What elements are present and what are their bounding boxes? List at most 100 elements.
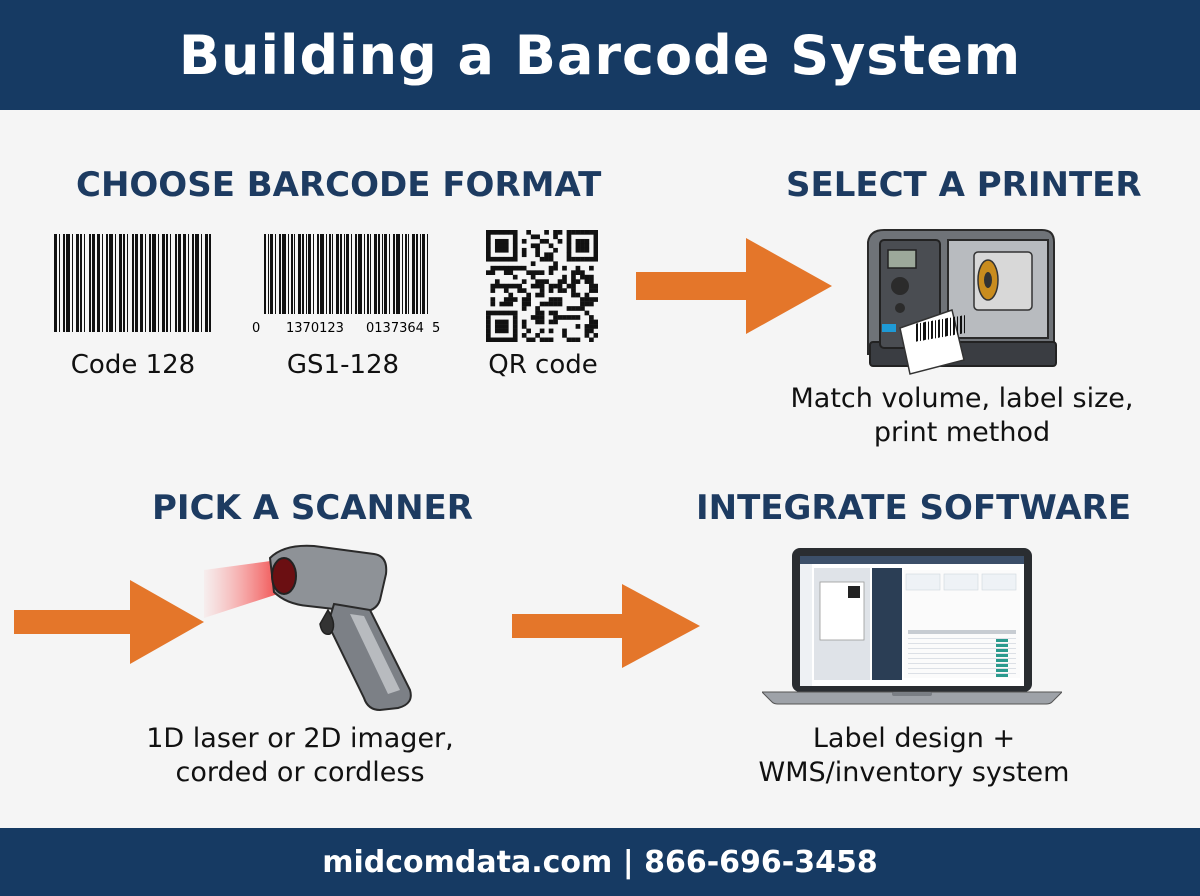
label-printer-icon: [867, 229, 1057, 375]
qr-module: [584, 279, 590, 284]
qr-module: [539, 256, 545, 262]
qr-module: [593, 324, 598, 329]
label-bar: [931, 320, 933, 340]
barcode-bar: [358, 234, 362, 314]
qr-module: [589, 337, 594, 342]
qr-module: [584, 301, 590, 307]
qr-module: [512, 274, 518, 280]
qr-module: [526, 292, 531, 298]
qr-module: [535, 234, 540, 240]
qr-module: [517, 283, 523, 289]
qr-module: [553, 319, 558, 325]
label-bar: [935, 320, 936, 339]
qr-module: [503, 270, 509, 275]
qr-module: [535, 252, 540, 258]
qr-module: [562, 333, 567, 338]
qr-module: [589, 279, 594, 284]
qr-module: [584, 230, 590, 235]
qr-module: [593, 319, 598, 325]
barcode-bar: [92, 234, 95, 332]
qr-module: [530, 261, 536, 267]
barcode-bar: [106, 234, 108, 332]
barcode-bar: [332, 234, 333, 314]
qr-module: [503, 324, 509, 329]
qr-module: [575, 279, 581, 284]
barcode-bar: [336, 234, 339, 314]
barcode-bar: [270, 234, 273, 314]
qr-module: [499, 256, 505, 262]
qr-module: [494, 324, 500, 329]
qr-module: [512, 337, 518, 342]
barcode-bar: [158, 234, 159, 332]
barcode-bar: [109, 234, 113, 332]
qr-module: [499, 337, 505, 342]
barcode-bar: [420, 234, 421, 314]
qr-module: [512, 315, 518, 320]
qr-module: [553, 283, 558, 289]
qr-module: [494, 256, 500, 262]
qr-module: [494, 337, 500, 342]
screen-status-chip: [996, 654, 1008, 657]
qr-module: [535, 279, 540, 284]
label-bar: [960, 315, 962, 335]
qr-module: [553, 261, 558, 267]
qr-module: [512, 230, 518, 235]
barcode-bar: [288, 234, 289, 314]
qr-module: [539, 238, 545, 244]
printer-caption: Match volume, label size, print method: [770, 382, 1154, 450]
screen-table-row: [908, 658, 1016, 659]
barcode-bar: [416, 234, 418, 314]
barcode-bar: [344, 234, 345, 314]
qr-module: [566, 306, 572, 311]
qr-module: [503, 328, 509, 334]
qr-module: [494, 279, 500, 284]
qr-module: [548, 288, 554, 293]
qr-module: [535, 315, 540, 320]
screen-status-chip: [996, 659, 1008, 662]
barcode-bar: [76, 234, 79, 332]
label-bar: [950, 317, 951, 336]
qr-module: [589, 265, 594, 271]
barcode-bar: [127, 234, 128, 332]
barcode-bar: [162, 234, 165, 332]
qr-module: [521, 279, 527, 284]
qr-module: [580, 306, 585, 311]
qr-module: [512, 265, 518, 271]
qr-module: [589, 230, 594, 235]
qr-module: [548, 301, 554, 307]
qr-module: [535, 283, 540, 289]
qr-module: [548, 270, 554, 275]
qr-module: [544, 238, 549, 244]
qr-module: [584, 256, 590, 262]
qr-module: [557, 297, 563, 302]
barcode-bar: [89, 234, 91, 332]
printer-caption-line2: print method: [873, 417, 1051, 448]
barcode-bar: [183, 234, 186, 332]
qr-module: [521, 319, 527, 325]
footer-contact: midcomdata.com | 866-696-3458: [322, 844, 878, 880]
qr-module: [575, 337, 581, 342]
barcode-bar: [123, 234, 125, 332]
qr-module: [539, 328, 545, 334]
qr-module: [503, 297, 509, 302]
screen-table-row: [908, 663, 1016, 664]
qr-module: [526, 297, 531, 302]
qr-module: [526, 230, 531, 235]
barcode-bar: [402, 234, 403, 314]
qr-module: [486, 333, 491, 338]
qr-module: [548, 243, 554, 249]
barcode-bar: [279, 234, 281, 314]
barcode-bar: [396, 234, 400, 314]
screen-status-chip: [996, 639, 1008, 642]
qr-module: [593, 333, 598, 338]
qr-module: [580, 270, 585, 275]
screen-status-chip: [996, 664, 1008, 667]
qr-module: [521, 288, 527, 293]
qr-module: [593, 288, 598, 293]
qr-module: [571, 292, 576, 298]
qr-module: [512, 238, 518, 244]
barcode-bar: [54, 234, 57, 332]
qr-module: [526, 337, 531, 342]
qr-module: [521, 265, 527, 271]
qr-module: [593, 238, 598, 244]
